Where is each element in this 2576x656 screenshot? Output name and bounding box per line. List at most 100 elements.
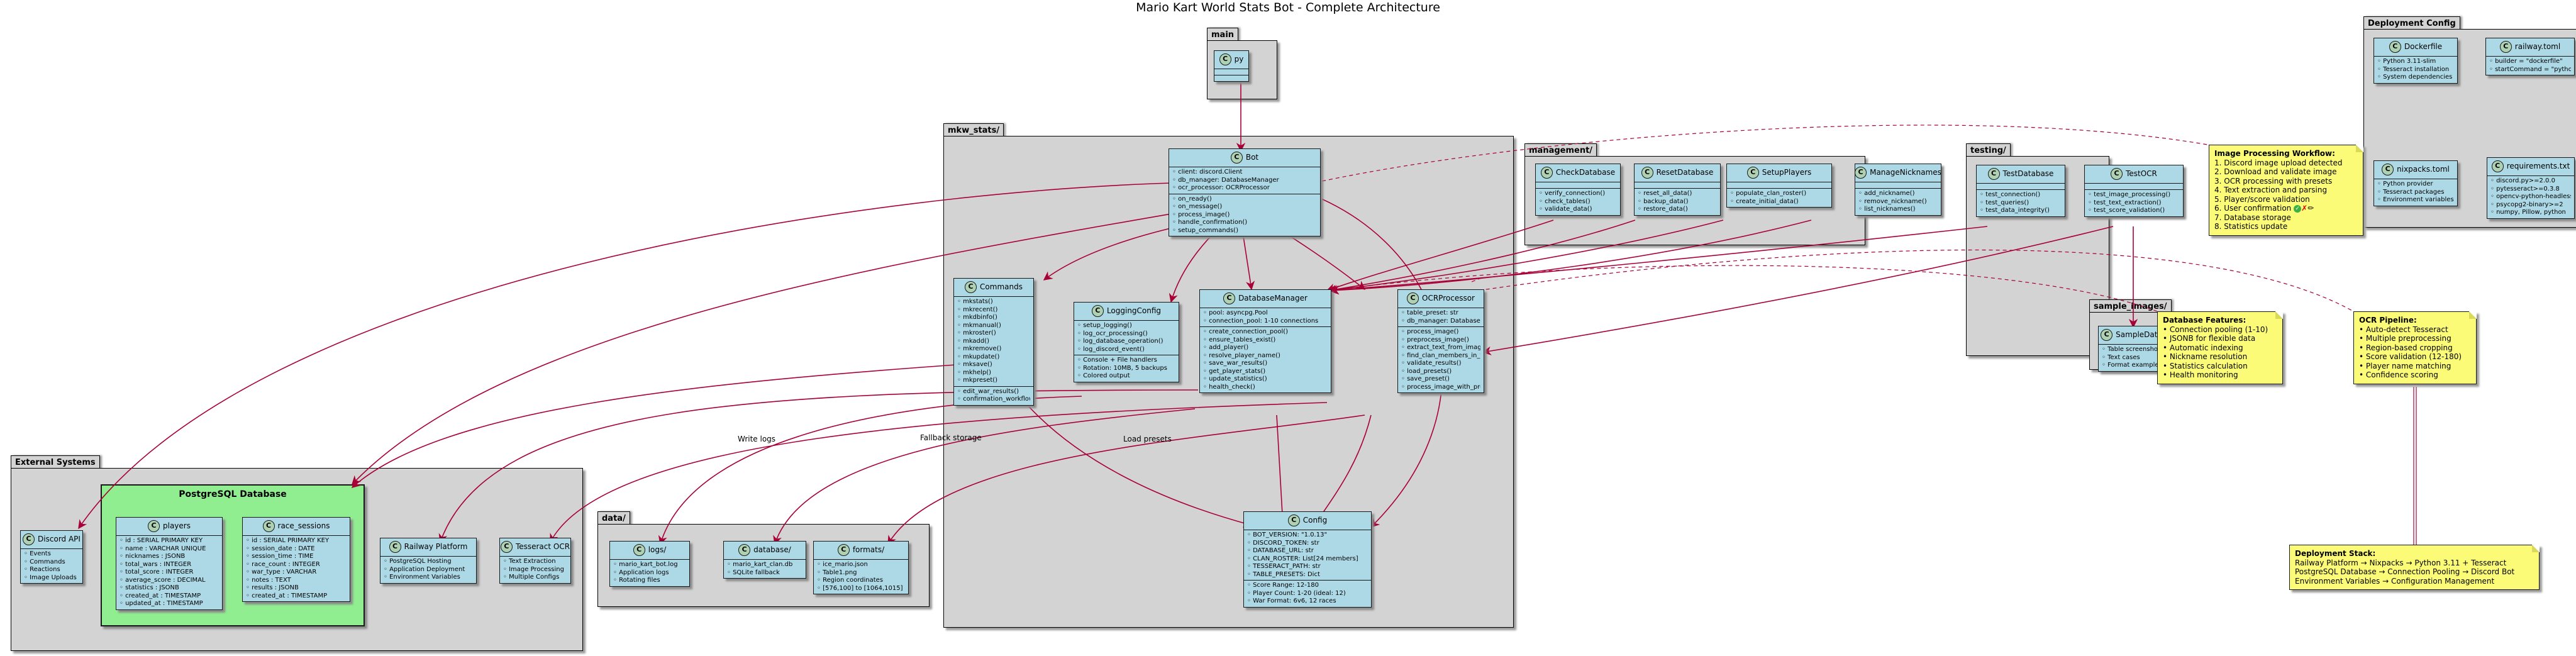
- edge-label-presets: Load presets: [1123, 435, 1172, 443]
- class-icon: C: [1219, 53, 1231, 65]
- class-member: ◦ table_preset: str: [1401, 309, 1458, 316]
- class-section: ◦ edit_war_results()◦ confirmation_workf…: [954, 387, 1033, 405]
- class-section: ◦ Console + File handlers◦ Rotation: 10M…: [1074, 355, 1179, 382]
- class-member: ◦ Text Extraction: [503, 558, 556, 565]
- class-member: ◦ mkadd(): [957, 337, 990, 345]
- class-section: ◦ Python 3.11-slim◦ Tesseract installati…: [2374, 57, 2457, 83]
- edge-label-fallback: Fallback storage: [920, 433, 982, 442]
- class-member: ◦ mkroster(): [957, 330, 996, 336]
- class-section: [2085, 184, 2183, 190]
- class-section: ◦ BOT_VERSION: "1.0.13"◦ DISCORD_TOKEN: …: [1244, 530, 1371, 581]
- class-icon: C: [633, 544, 645, 556]
- class-name: database/: [753, 545, 791, 555]
- class-member: ◦ mkstats(): [957, 298, 993, 305]
- edge-dbm-database: [773, 408, 1196, 545]
- class-member: ◦ War Format: 6v6, 12 races: [1247, 598, 1336, 604]
- class-member: ◦ log_ocr_processing(): [1077, 330, 1148, 337]
- class-member: ◦ backup_data(): [1638, 197, 1689, 205]
- note-line: • Health monitoring: [2163, 370, 2238, 379]
- class-member: ◦ test_image_processing(): [2088, 191, 2171, 198]
- class-member: ◦ connection_pool: 1-10 connections: [1203, 317, 1319, 325]
- class-member: ◦ numpy, Pillow, python: [2490, 209, 2566, 216]
- class-icon: C: [148, 520, 160, 532]
- class-section: [1536, 182, 1620, 189]
- class-icon: C: [2389, 41, 2401, 53]
- class-member: ◦ populate_clan_roster(): [1730, 190, 1807, 197]
- class-member: ◦ created_at : TIMESTAMP: [119, 592, 201, 599]
- class-section: ◦ builder = "dockerfile"◦ startCommand =…: [2486, 57, 2574, 75]
- class-name: Discord API: [38, 535, 80, 544]
- class-member: ◦ on_ready(): [1172, 195, 1212, 203]
- postgres-database-title: PostgreSQL Database: [179, 489, 287, 499]
- class-icon: C: [738, 544, 751, 556]
- class-icon: C: [1855, 167, 1867, 179]
- class-section: ◦ mario_kart_bot.log◦ Application logs◦ …: [610, 560, 689, 586]
- note-database-features: Database Features: • Connection pooling …: [2157, 311, 2283, 384]
- class-member: ◦ log_discord_event(): [1077, 345, 1145, 353]
- class-name: OCRProcessor: [1422, 294, 1475, 303]
- class-member: ◦ ice_mario.json: [817, 561, 868, 568]
- class-icon: C: [1407, 292, 1419, 304]
- class-member: ◦ ensure_tables_exist(): [1203, 336, 1276, 343]
- class-name: TestDatabase: [2002, 169, 2054, 179]
- class-member: ◦ save_preset(): [1401, 375, 1450, 382]
- note-line: • Multiple preprocessing: [2359, 334, 2451, 343]
- class-name: Bot: [1245, 153, 1259, 162]
- class-member: ◦ Environment Variables: [384, 574, 460, 581]
- class-member: ◦ reset_all_data(): [1638, 190, 1692, 197]
- class-member: ◦ on_message(): [1172, 203, 1223, 210]
- note-title: Deployment Stack:: [2295, 549, 2376, 558]
- note-image-workflow: Image Processing Workflow: 1. Discord im…: [2209, 145, 2363, 236]
- class-name: DatabaseManager: [1238, 294, 1307, 303]
- class-icon: C: [1746, 167, 1759, 179]
- class-section: ◦ id : SERIAL PRIMARY KEY◦ session_date …: [243, 536, 350, 601]
- class-member: ◦ Application Deployment: [384, 565, 465, 573]
- edge-ocr-formats: [887, 414, 1365, 545]
- class-member: ◦ Multiple Configs: [503, 574, 560, 581]
- note-link-workflow: [1301, 125, 2208, 186]
- class-member: ◦ mkhelp(): [957, 369, 992, 376]
- class-section: ◦ add_nickname()◦ remove_nickname()◦ lis…: [1855, 189, 1941, 215]
- note-line: • Automatic indexing: [2163, 343, 2243, 352]
- class-member: ◦ Rotating files: [613, 577, 660, 584]
- class-member: ◦ Image Processing: [503, 565, 564, 573]
- package-tab-deployment: Deployment Config: [2363, 16, 2460, 30]
- class-section: [1635, 182, 1720, 189]
- class-member: ◦ save_war_results(): [1203, 360, 1268, 367]
- class-member: ◦ setup_commands(): [1172, 226, 1238, 234]
- class-icon: C: [1091, 305, 1104, 317]
